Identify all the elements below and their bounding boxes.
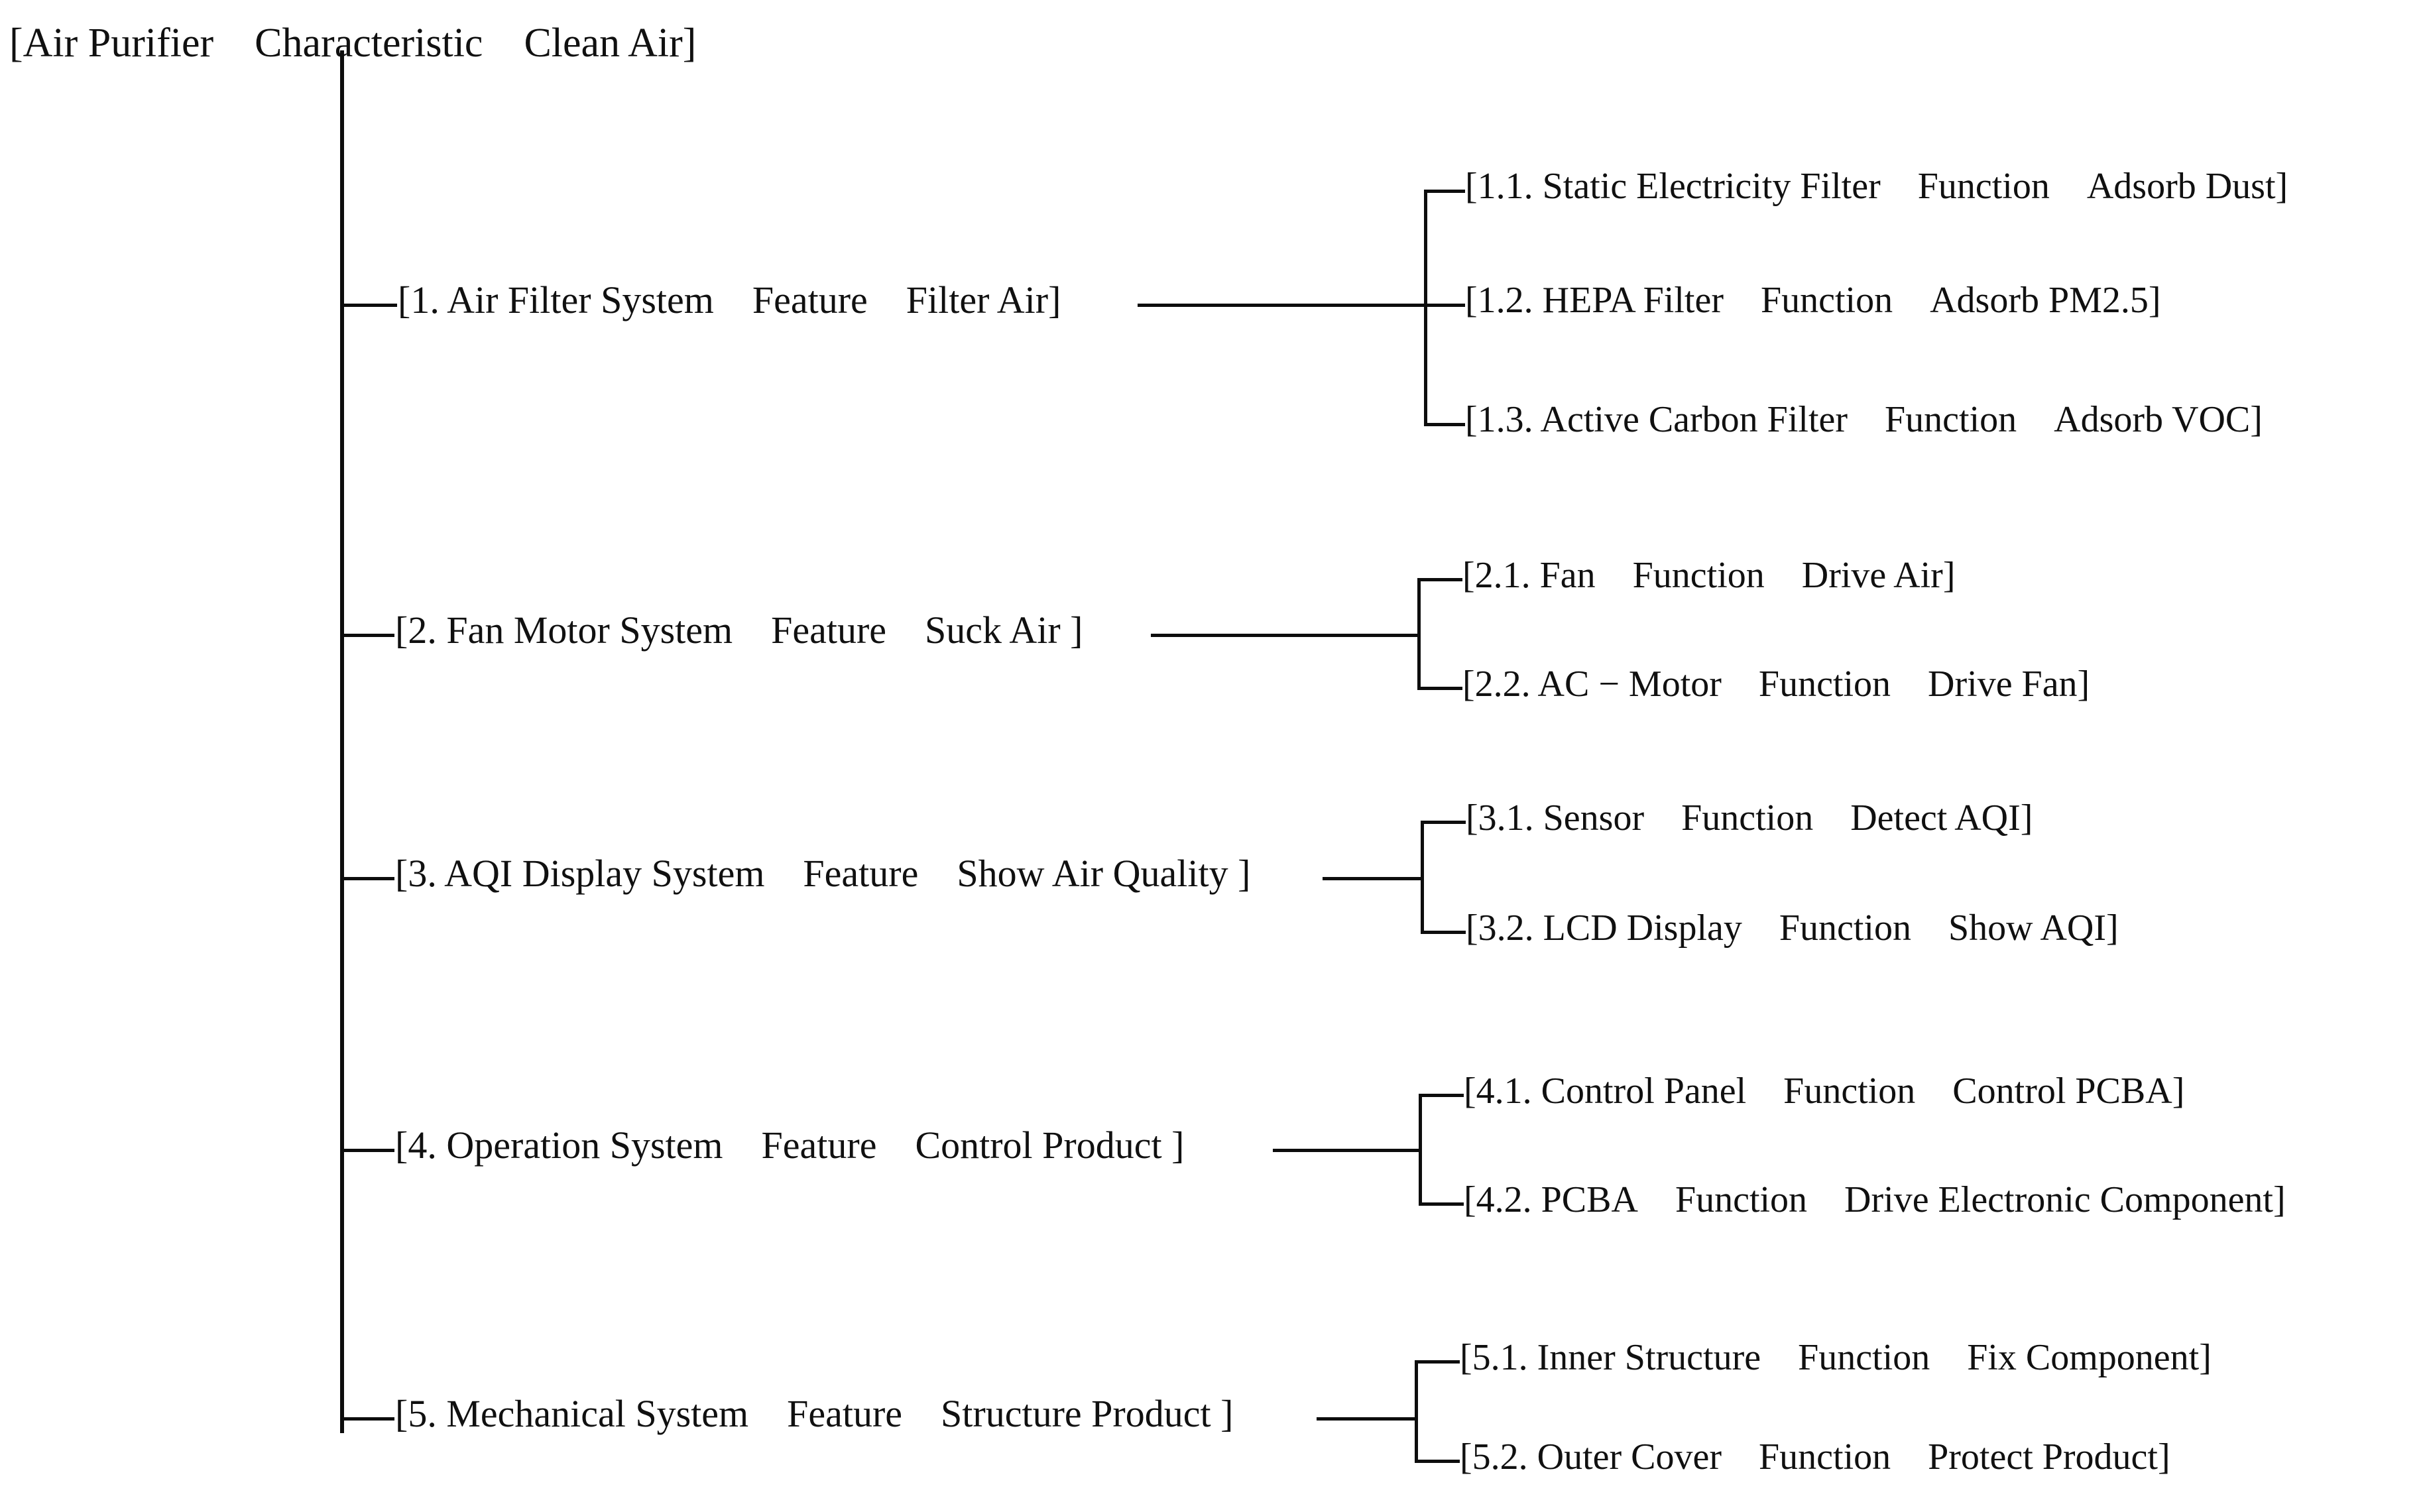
node-1-3-active-carbon-filter: [1.3. Active Carbon Filter Function Adso…	[1465, 399, 2263, 440]
node-4-2-pcba: [4.2. PCBA Function Drive Electronic Com…	[1464, 1179, 2286, 1220]
branch-1-subtrunk-line	[1424, 191, 1427, 426]
node-1-2-stub-line	[1424, 304, 1465, 307]
node-5-2-outer-cover: [5.2. Outer Cover Function Protect Produ…	[1460, 1436, 2170, 1478]
node-3-2-lcd-display: [3.2. LCD Display Function Show AQI]	[1466, 907, 2119, 949]
branch-2-stub-line	[344, 634, 394, 637]
main-trunk-line	[340, 50, 344, 1433]
node-4-1-control-panel: [4.1. Control Panel Function Control PCB…	[1464, 1071, 2185, 1112]
node-3-1-sensor: [3.1. Sensor Function Detect AQI]	[1466, 797, 2033, 839]
node-3-1-stub-line	[1421, 821, 1466, 824]
node-5-1-inner-structure: [5.1. Inner Structure Function Fix Compo…	[1460, 1337, 2212, 1378]
branch-2-connector-line	[1151, 634, 1420, 637]
node-2-fan-motor-system: [2. Fan Motor System Feature Suck Air ]	[395, 609, 1083, 652]
branch-4-subtrunk-line	[1419, 1095, 1422, 1205]
node-3-aqi-display-system: [3. AQI Display System Feature Show Air …	[395, 852, 1251, 895]
branch-5-connector-line	[1317, 1417, 1417, 1421]
branch-3-subtrunk-line	[1421, 822, 1424, 933]
branch-5-subtrunk-line	[1415, 1362, 1418, 1462]
branch-1-connector-line	[1138, 304, 1427, 307]
node-5-1-stub-line	[1415, 1360, 1460, 1364]
node-3-2-stub-line	[1421, 931, 1466, 934]
branch-3-connector-line	[1323, 877, 1423, 880]
node-1-air-filter-system: [1. Air Filter System Feature Filter Air…	[398, 278, 1061, 321]
node-2-2-ac-motor: [2.2. AC − Motor Function Drive Fan]	[1462, 664, 2090, 705]
node-2-1-fan: [2.1. Fan Function Drive Air]	[1462, 555, 1956, 596]
branch-2-subtrunk-line	[1417, 579, 1421, 689]
node-5-mechanical-system: [5. Mechanical System Feature Structure …	[395, 1392, 1234, 1435]
root-node-air-purifier: [Air Purifier Characteristic Clean Air]	[9, 21, 697, 66]
node-4-operation-system: [4. Operation System Feature Control Pro…	[395, 1124, 1185, 1167]
node-2-2-stub-line	[1417, 687, 1462, 690]
node-1-2-hepa-filter: [1.2. HEPA Filter Function Adsorb PM2.5]	[1465, 280, 2161, 321]
node-1-3-stub-line	[1424, 423, 1465, 426]
node-1-1-stub-line	[1424, 190, 1465, 193]
node-1-1-static-electricity-filter: [1.1. Static Electricity Filter Function…	[1465, 166, 2288, 207]
node-2-1-stub-line	[1417, 578, 1462, 581]
branch-4-stub-line	[344, 1149, 394, 1152]
branch-3-stub-line	[344, 877, 394, 880]
branch-1-stub-line	[344, 304, 397, 307]
branch-5-stub-line	[344, 1417, 394, 1421]
node-4-1-stub-line	[1419, 1094, 1464, 1097]
branch-4-connector-line	[1273, 1149, 1419, 1152]
node-5-2-stub-line	[1415, 1460, 1460, 1463]
node-4-2-stub-line	[1419, 1202, 1464, 1206]
